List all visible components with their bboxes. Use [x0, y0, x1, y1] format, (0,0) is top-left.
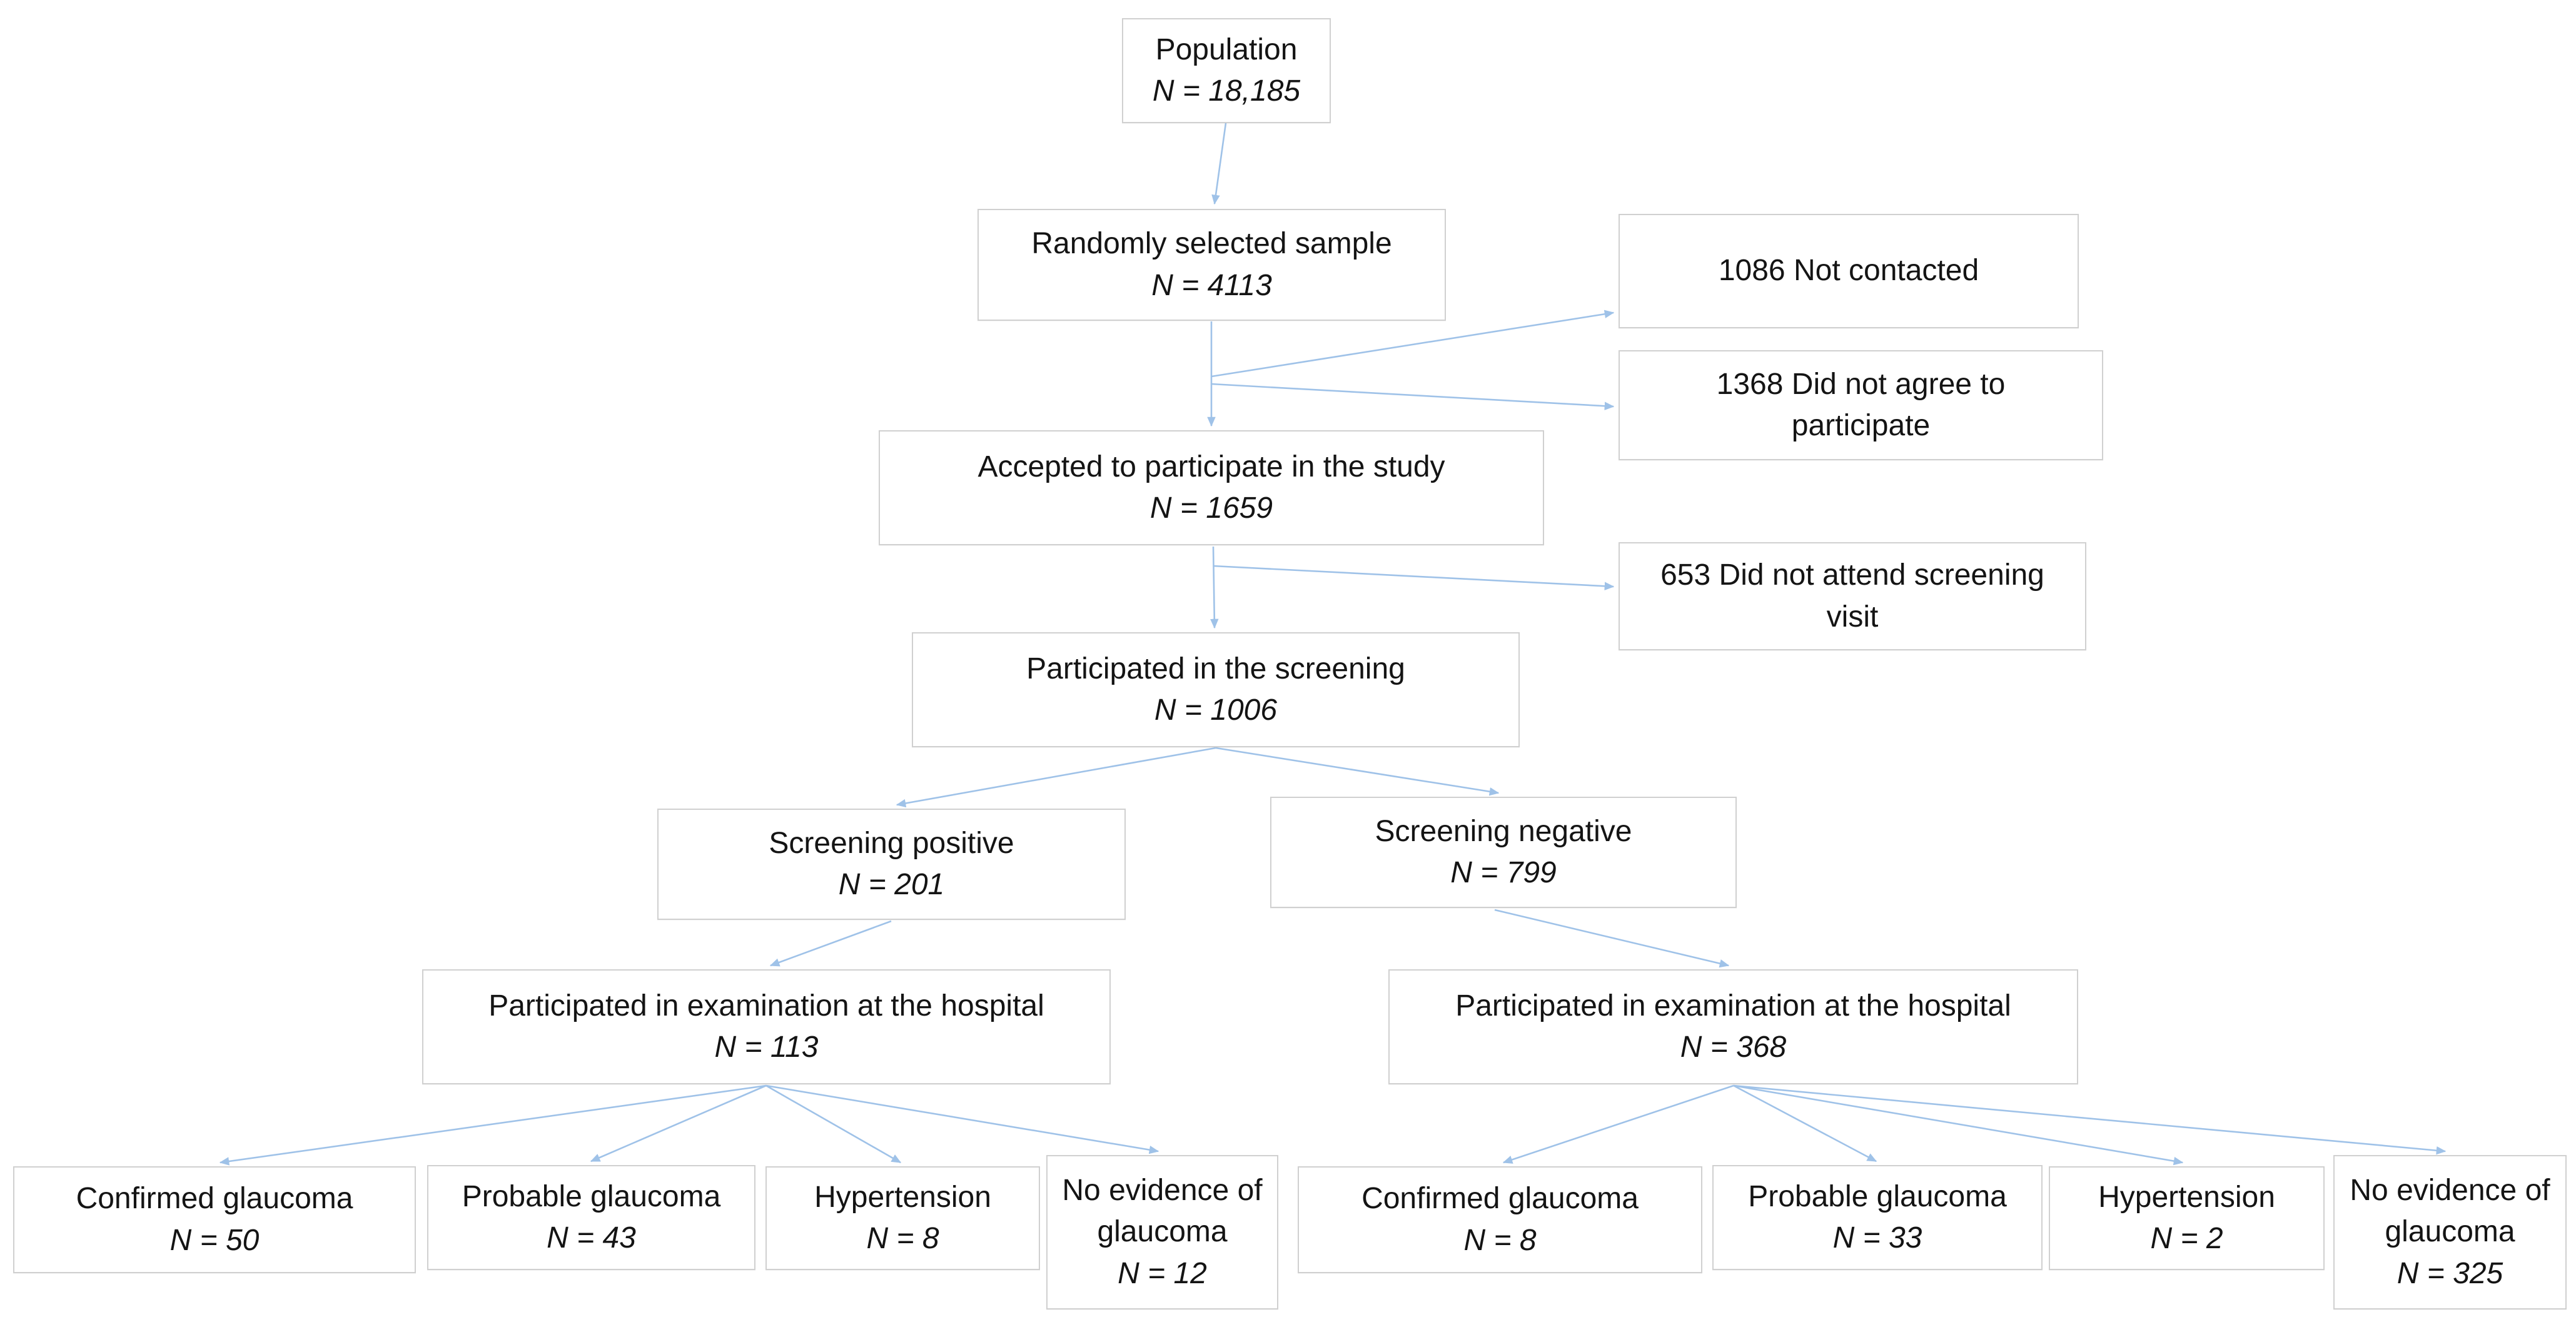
connector-hospitalpos-to-hypertension [765, 1084, 902, 1164]
node-random-sample: Randomly selected sample N = 4113 [977, 209, 1446, 321]
node-label: 1086 Not contacted [1718, 254, 1979, 288]
node-count: N = 201 [838, 868, 945, 901]
node-screening-negative: Screening negative N = 799 [1270, 797, 1737, 908]
node-count: N = 325 [2397, 1256, 2503, 1290]
connector-screened-to-negative [1215, 747, 1500, 796]
connector-hospitalneg-to-hypertension [1733, 1084, 2184, 1166]
node-count: N = 12 [1118, 1256, 1207, 1290]
node-pos-confirmed-glaucoma: Confirmed glaucoma N = 50 [13, 1166, 416, 1273]
node-neg-confirmed-glaucoma: Confirmed glaucoma N = 8 [1298, 1166, 1702, 1273]
node-pos-probable-glaucoma: Probable glaucoma N = 43 [427, 1165, 755, 1270]
node-population: Population N = 18,185 [1122, 18, 1331, 123]
connector-hospitalneg-to-probable [1733, 1084, 1877, 1163]
node-label: Probable glaucoma [462, 1179, 721, 1213]
node-neg-no-evidence: No evidence of glaucoma N = 325 [2333, 1155, 2567, 1309]
node-label: Population [1155, 33, 1298, 66]
connector-to-not-contacted [1211, 310, 1615, 378]
node-label: Hypertension [814, 1180, 991, 1214]
node-did-not-attend: 653 Did not attend screening visit [1619, 542, 2086, 650]
node-label: Participated in the screening [1026, 652, 1405, 685]
node-not-contacted: 1086 Not contacted [1619, 214, 2079, 328]
connector-positive-to-hospital [769, 920, 892, 967]
node-count: N = 50 [169, 1223, 260, 1257]
node-label: Probable glaucoma [1748, 1179, 2007, 1213]
node-label: Confirmed glaucoma [1361, 1182, 1639, 1216]
connector-accepted-to-screened [1210, 546, 1219, 629]
connector-hospitalpos-to-noevidence [765, 1084, 1159, 1154]
connector-hospitalneg-to-confirmed [1502, 1084, 1734, 1164]
node-did-not-agree: 1368 Did not agree to participate [1619, 350, 2103, 460]
node-label: Participated in examination at the hospi… [488, 989, 1044, 1022]
node-neg-probable-glaucoma: Probable glaucoma N = 33 [1712, 1165, 2043, 1270]
connector-hospitalneg-to-noevidence [1733, 1084, 2447, 1155]
node-count: N = 113 [714, 1031, 819, 1064]
connector-hospitalpos-to-confirmed [219, 1084, 767, 1166]
node-count: N = 18,185 [1152, 74, 1301, 108]
connector-population-to-random [1211, 123, 1227, 205]
node-screened: Participated in the screening N = 1006 [912, 632, 1520, 747]
node-count: N = 8 [866, 1222, 939, 1255]
node-pos-no-evidence: No evidence of glaucoma N = 12 [1046, 1155, 1278, 1309]
node-label: Screening positive [769, 826, 1014, 860]
node-count: N = 368 [1680, 1031, 1787, 1064]
connector-hospitalpos-to-probable [590, 1084, 767, 1163]
node-count: N = 799 [1450, 856, 1557, 889]
node-count: N = 4113 [1151, 268, 1272, 302]
node-label: Confirmed glaucoma [76, 1182, 353, 1216]
node-screening-positive: Screening positive N = 201 [657, 809, 1126, 920]
connector-screened-to-positive [896, 747, 1216, 808]
node-neg-hypertension: Hypertension N = 2 [2049, 1166, 2325, 1270]
connector-to-did-not-attend [1213, 565, 1615, 591]
connector-to-did-not-agree [1211, 383, 1615, 410]
node-count: N = 2 [2150, 1222, 2223, 1255]
node-label: Screening negative [1375, 814, 1632, 848]
node-label: No evidence of glaucoma [1062, 1174, 1263, 1249]
connector-negative-to-hospital [1494, 909, 1730, 968]
node-label: Participated in examination at the hospi… [1455, 989, 2011, 1022]
node-label: Hypertension [2098, 1180, 2275, 1214]
node-label: No evidence of glaucoma [2350, 1174, 2550, 1249]
node-count: N = 1006 [1154, 694, 1278, 727]
node-pos-hypertension: Hypertension N = 8 [765, 1166, 1040, 1270]
node-hospital-exam-positive: Participated in examination at the hospi… [422, 969, 1111, 1084]
node-label: 1368 Did not agree to participate [1716, 367, 2006, 442]
node-count: N = 33 [1832, 1221, 1922, 1254]
node-count: N = 43 [547, 1221, 636, 1254]
node-accepted: Accepted to participate in the study N =… [879, 430, 1544, 545]
node-count: N = 1659 [1149, 492, 1273, 525]
node-label: Randomly selected sample [1031, 227, 1392, 261]
node-label: 653 Did not attend screening visit [1660, 558, 2044, 633]
node-count: N = 8 [1463, 1223, 1537, 1257]
node-label: Accepted to participate in the study [977, 450, 1445, 483]
node-hospital-exam-negative: Participated in examination at the hospi… [1388, 969, 2078, 1084]
